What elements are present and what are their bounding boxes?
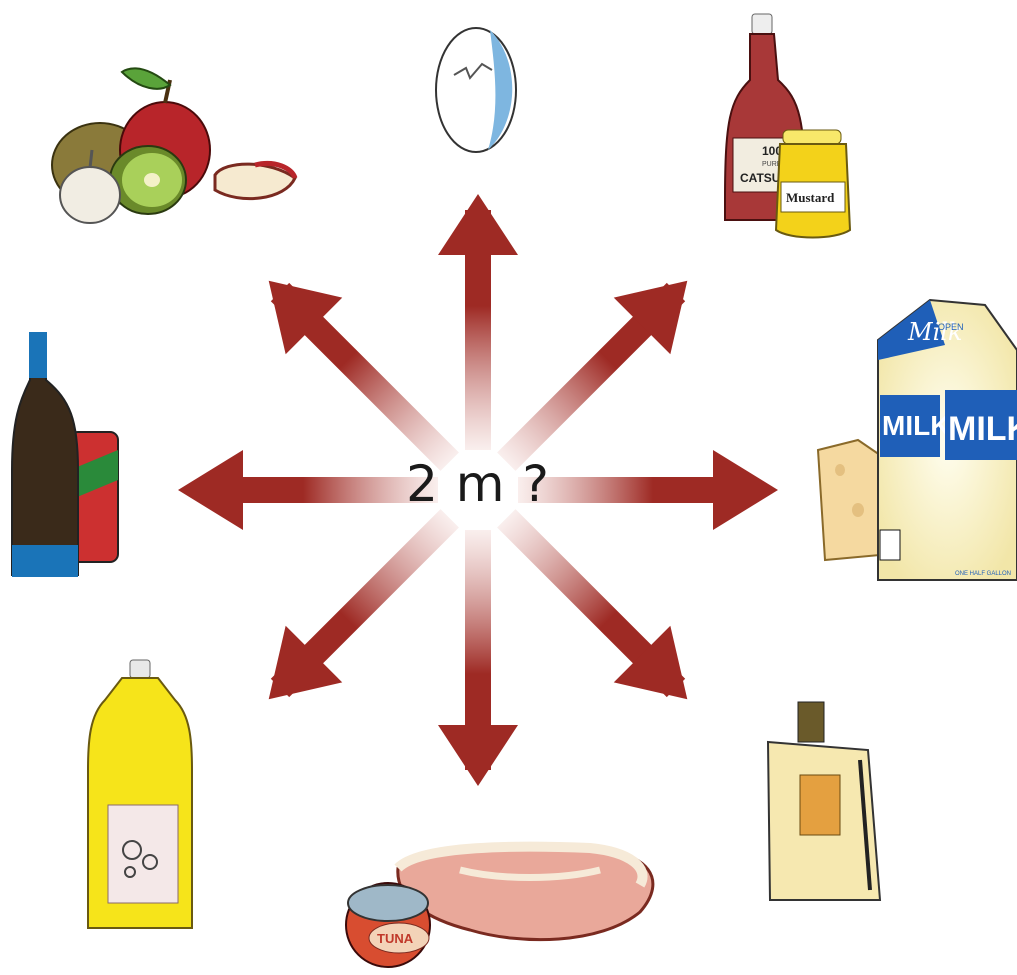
arrow-up bbox=[438, 194, 518, 450]
dish-soap-bottle-icon bbox=[87, 659, 193, 929]
soda-bottle-can-icon bbox=[11, 332, 119, 577]
catsup-pure-label: PURE bbox=[762, 161, 782, 168]
milk-front-label: MILK bbox=[948, 410, 1017, 448]
milk-gallon-label: ONE HALF GALLON bbox=[955, 571, 1011, 577]
arrow-down bbox=[438, 530, 518, 786]
ketchup-mustard-icon: 100% PURE CATSU Mustard bbox=[724, 13, 852, 239]
arrow-up-right bbox=[497, 280, 688, 471]
arrows bbox=[178, 194, 778, 786]
milk-cheese-icon: Milk OPEN MILK MILK ONE HALF GALLON bbox=[816, 298, 1017, 581]
milk-open-label: OPEN bbox=[938, 322, 964, 332]
mustard-label: Mustard bbox=[786, 190, 835, 205]
cracked-egg-icon bbox=[435, 27, 517, 153]
fruit-vegetables-icon bbox=[51, 67, 298, 224]
arrow-left bbox=[178, 450, 438, 530]
arrow-down-right bbox=[497, 509, 688, 700]
milk-side-label: MILK bbox=[882, 410, 950, 441]
arrow-down-left bbox=[268, 509, 459, 700]
arrow-right bbox=[518, 450, 778, 530]
tuna-label: TUNA bbox=[377, 931, 414, 946]
perfume-bottle-icon bbox=[766, 701, 882, 901]
distance-question-label: 2 m ? bbox=[406, 455, 550, 513]
arrow-up-left bbox=[268, 280, 459, 471]
steak-tuna-icon: TUNA bbox=[345, 841, 655, 968]
catsup-label: CATSU bbox=[740, 171, 780, 185]
milk-script-label: Milk bbox=[907, 318, 962, 346]
